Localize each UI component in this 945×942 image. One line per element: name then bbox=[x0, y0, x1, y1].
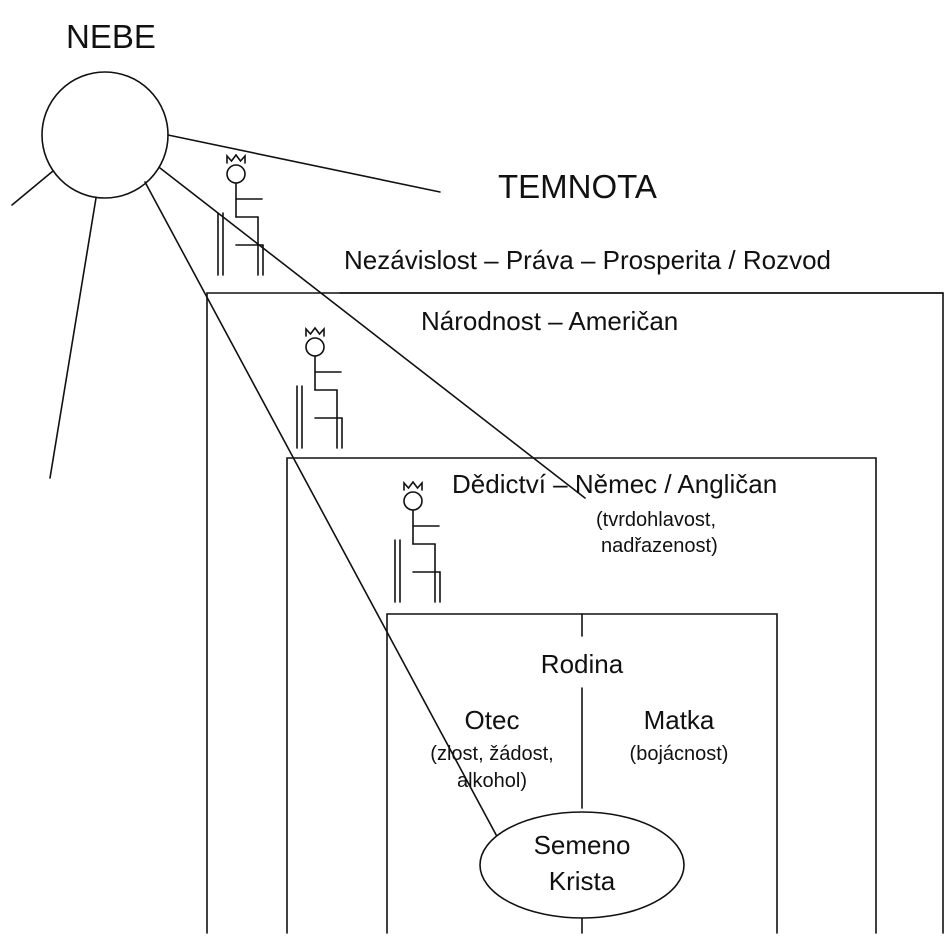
nationality-label: Národnost – Američan bbox=[421, 306, 679, 336]
heritage-box bbox=[286, 457, 877, 934]
crowned-figure-on-throne-icon bbox=[296, 326, 343, 449]
independence-rights-label: Nezávislost – Práva – Prosperita / Rozvo… bbox=[344, 245, 831, 275]
mother-label: Matka bbox=[643, 705, 715, 735]
darkness-label: TEMNOTA bbox=[498, 168, 657, 205]
crowned-figure-on-throne-icon bbox=[217, 153, 264, 276]
heaven-ray-left bbox=[11, 170, 54, 206]
father-traits-line1: (zlost, žádost, bbox=[430, 743, 554, 765]
seed-label-line1: Semeno bbox=[533, 830, 631, 860]
heaven-ray-to-heritage bbox=[159, 167, 586, 499]
heaven-ray-down bbox=[49, 197, 97, 479]
seed-ellipse bbox=[479, 811, 685, 919]
crowned-figure-on-throne-icon bbox=[394, 480, 441, 603]
heritage-traits-line1: (tvrdohlavost, bbox=[596, 509, 717, 531]
heaven-circle bbox=[41, 71, 169, 199]
heritage-label: Dědictví – Němec / Angličan bbox=[452, 469, 778, 499]
seed-label-line2: Krista bbox=[548, 866, 616, 896]
family-label: Rodina bbox=[540, 649, 624, 679]
father-label: Otec bbox=[464, 705, 520, 735]
heritage-traits-line2: nadřazenost) bbox=[601, 535, 718, 557]
heaven-ray-to-seed bbox=[144, 181, 516, 871]
darkness-line bbox=[167, 134, 441, 193]
nationality-box bbox=[206, 292, 944, 934]
mother-traits-line1: (bojácnost) bbox=[629, 743, 729, 765]
heaven-label: NEBE bbox=[66, 18, 156, 55]
father-traits-line2: alkohol) bbox=[456, 770, 528, 792]
